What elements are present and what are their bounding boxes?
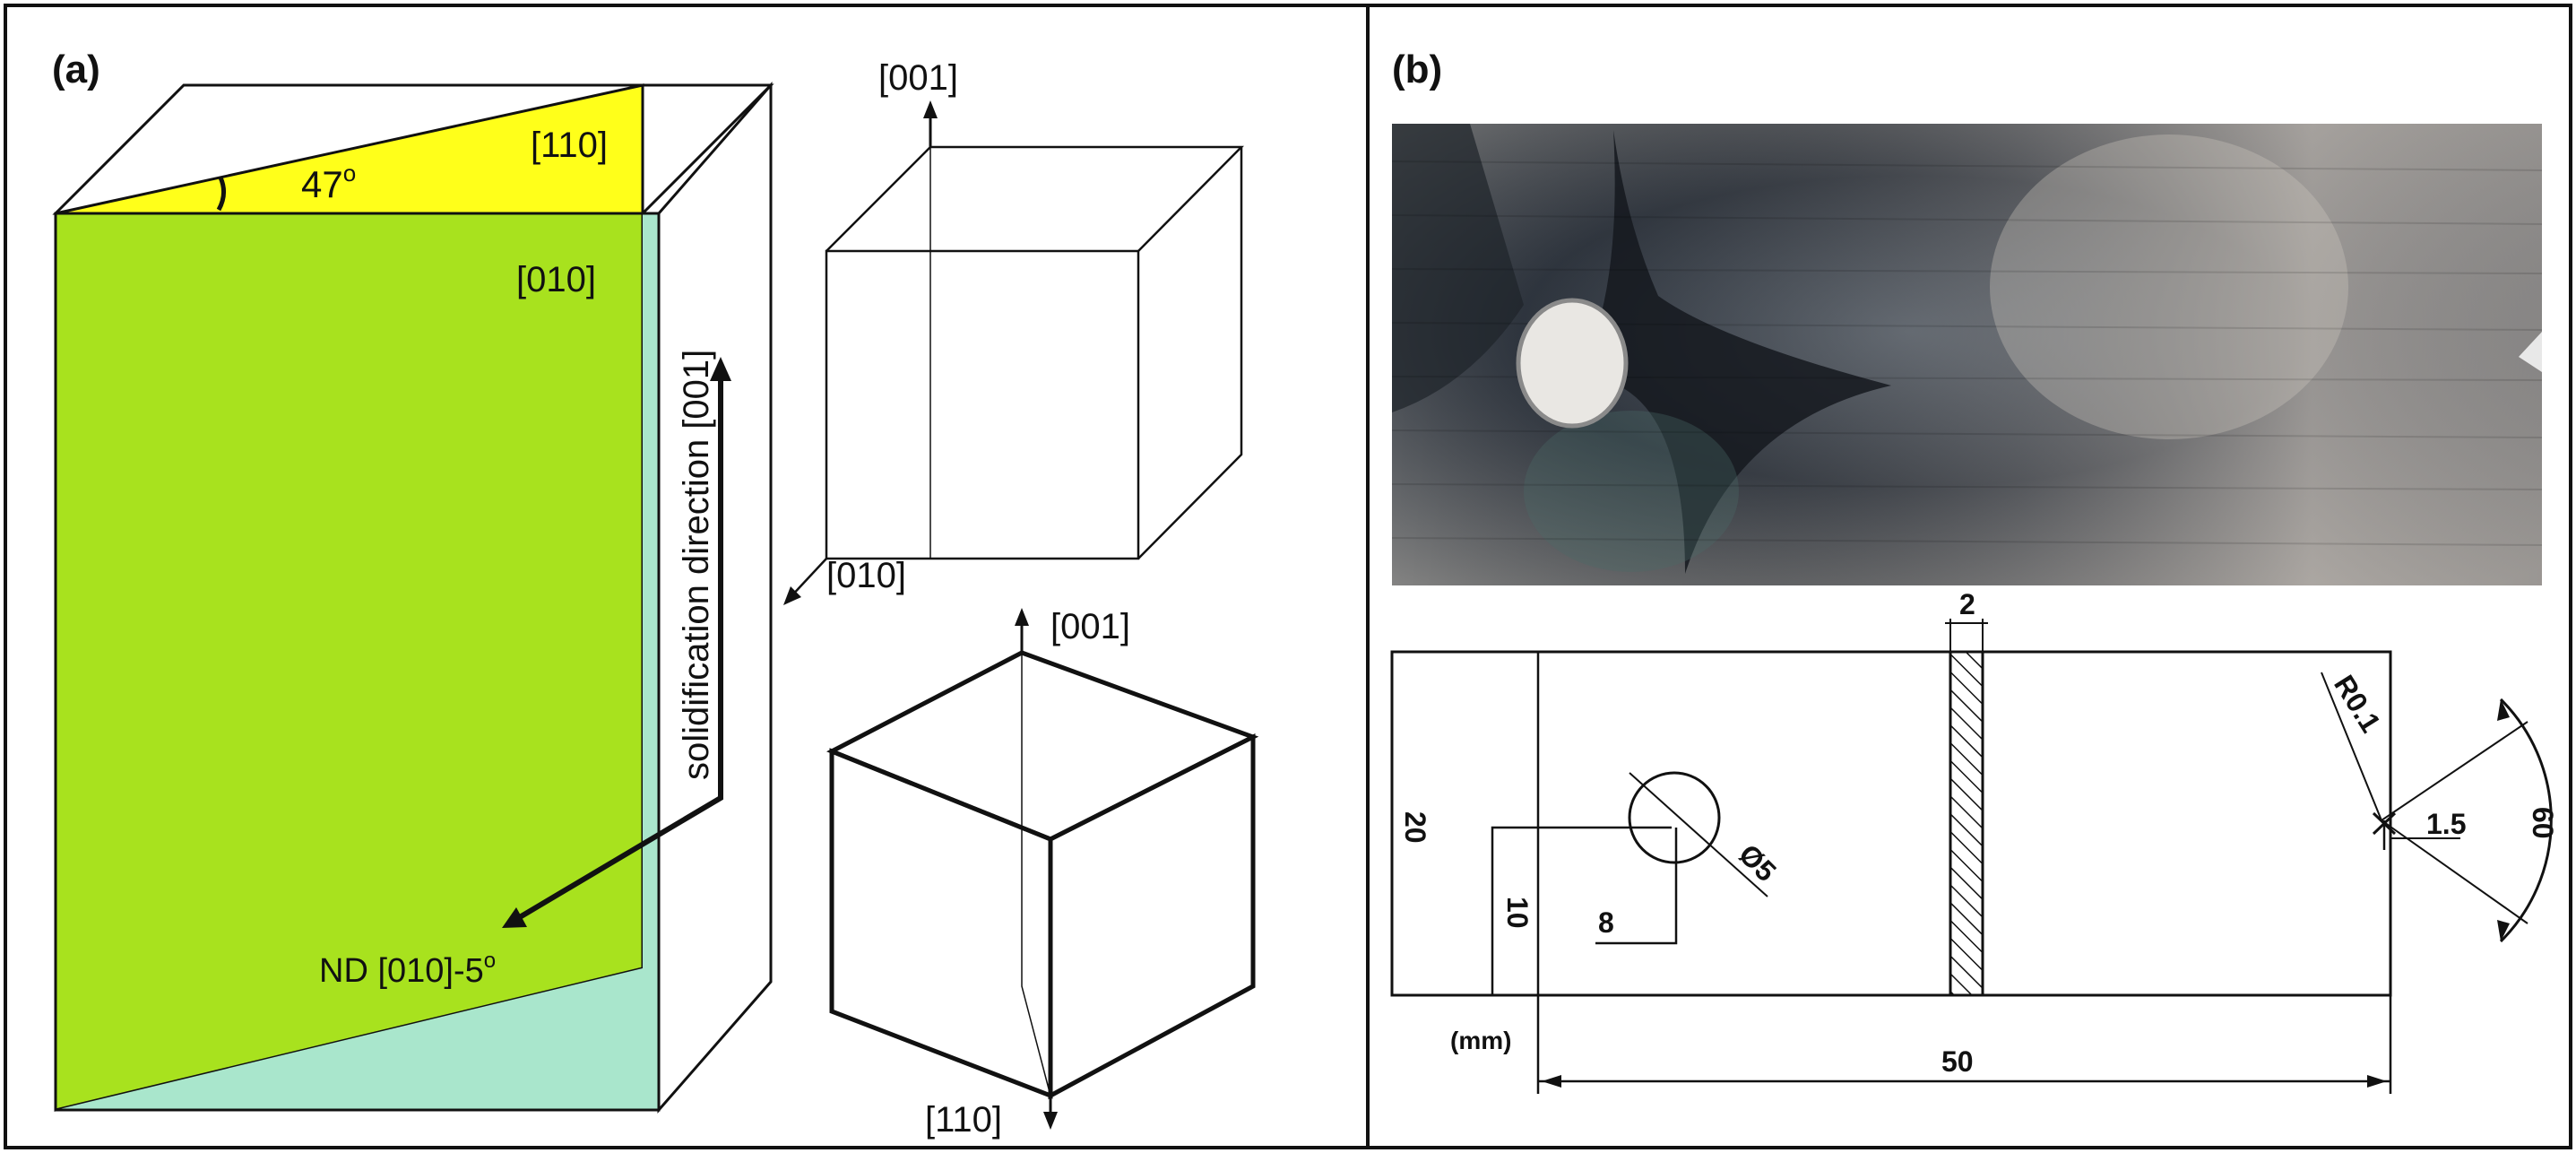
dim-50-label: 50 [1941,1045,1974,1078]
photo-notch [2519,332,2542,372]
solidification-axis [507,363,723,926]
specimen-photo [1391,124,2543,585]
dim-hole-label: Ø5 [1733,837,1783,888]
solidification-arrowhead [710,357,731,381]
cube-1-side [1137,147,1243,559]
photo-crack-region [1578,130,1891,574]
teal-face [56,968,659,1110]
dim-20-label: 20 [1399,811,1431,844]
photo-dark-region [1392,124,1524,412]
angle-60-arc [2499,698,2553,943]
drawing-outline [1390,650,2392,997]
hole-circle [1628,771,1721,864]
cube-1-arrow-001 [923,100,938,118]
photo-hole-insert [1516,298,1629,429]
outer-frame [4,4,2572,1149]
svg-text:ND [010]-5o: ND [010]-5o [319,949,496,990]
cube-2-right [1048,733,1256,1100]
dim-15-label: 1.5 [2426,808,2466,840]
nd-label: ND [010]-5 [319,952,484,990]
cube-1-front [825,249,1140,560]
specimen-drawing [1390,619,2553,1094]
panel-a-label: (a) [52,48,100,91]
teal-strip [643,213,659,968]
dir-110-label: [110] [531,126,608,165]
solidification-label: solidification direction [001] [677,350,716,780]
panel-b: (b) [1390,48,2559,1094]
angle-label: 47 [301,163,343,205]
photo-scratches [1391,160,2543,546]
notch-ray-upper [2381,721,2528,821]
cube-1-top-label: [001] [878,58,958,98]
cube-1-top [826,145,1244,252]
angle-degree: o [343,160,356,186]
angle-arc [216,176,226,212]
panel-a: (a) 47o [110] [010] solidification direc… [52,48,1259,1140]
cube-2-bottom-label: [110] [925,1100,1002,1140]
r01-leader [2321,672,2382,821]
cube-2-top-label: [001] [1050,607,1130,646]
dim8-line [1595,828,1678,945]
svg-text:47o: 47o [301,160,356,205]
panel-b-label: (b) [1392,48,1442,91]
dir-010-label: [010] [516,260,596,299]
dim-10-label: 10 [1501,897,1534,929]
cube-2 [826,650,1259,1100]
dim-60-label: 60 [2527,807,2559,839]
crystal-block [52,82,774,1114]
nd-arrowhead [502,907,527,928]
dim-2-label: 2 [1959,588,1975,620]
hole-leader [1629,772,1768,897]
photo-reflection [1990,134,2348,439]
dim10-line [1491,826,1672,995]
dim-8-label: 8 [1598,906,1614,939]
cube-2-inner-lines [1021,653,1051,1097]
cube-1 [825,145,1244,560]
cube-1-arrow-010 [783,586,801,605]
cube-2-arrow-110 [1043,1112,1058,1130]
units-label: (mm) [1450,1027,1511,1054]
hatched-weld-zone [1949,650,1984,997]
photo-tint [1524,411,1739,572]
dim-r-label: R0.1 [2328,670,2387,738]
cube-1-bottom-label: [010] [826,556,906,595]
cube-2-arrow-001 [1015,608,1029,626]
nd-degree: o [484,949,496,973]
